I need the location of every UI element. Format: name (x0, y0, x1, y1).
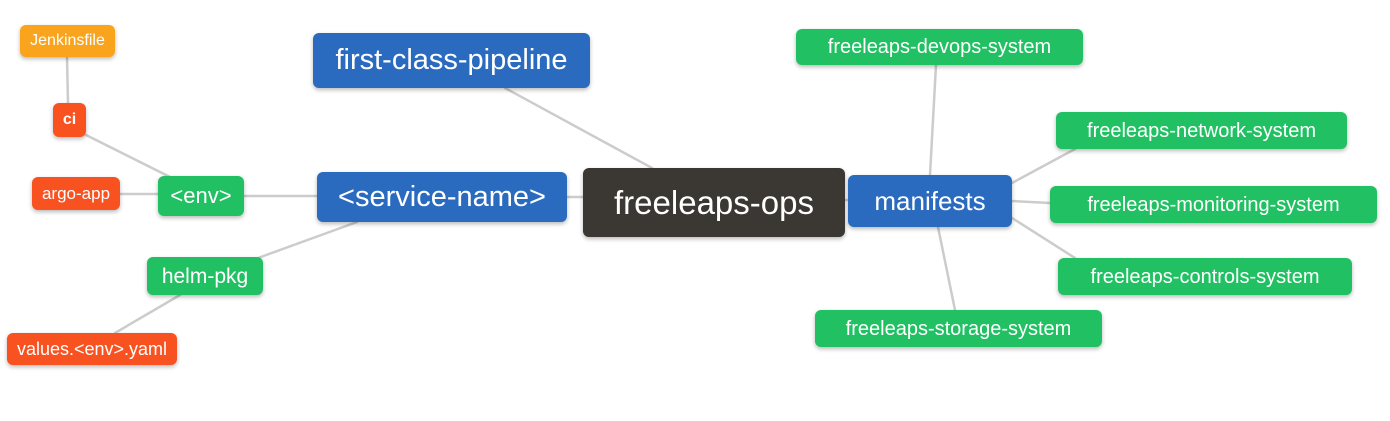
edge-manifests-to-freeleaps-controls-system (1010, 216, 1077, 260)
mindmap-node-freeleaps-monitoring-system[interactable]: freeleaps-monitoring-system (1050, 186, 1377, 223)
mindmap-node-freeleaps-storage-system[interactable]: freeleaps-storage-system (815, 310, 1102, 347)
mindmap-node-values-env-yaml[interactable]: values.<env>.yaml (7, 333, 177, 365)
mindmap-node-first-class-pipeline[interactable]: first-class-pipeline (313, 33, 590, 88)
mindmap-node-env[interactable]: <env> (158, 176, 244, 216)
edge-jenkinsfile-to-ci (65, 55, 70, 105)
edge-first-class-pipeline-to-freeleaps-ops (503, 86, 654, 170)
edge-service-name-to-helm-pkg (256, 220, 359, 260)
mindmap-node-freeleaps-devops-system[interactable]: freeleaps-devops-system (796, 29, 1083, 65)
edge-ci-to-env (84, 133, 172, 179)
mindmap-node-freeleaps-ops[interactable]: freeleaps-ops (583, 168, 845, 237)
mindmap-node-manifests[interactable]: manifests (848, 175, 1012, 227)
mindmap-node-freeleaps-controls-system[interactable]: freeleaps-controls-system (1058, 258, 1352, 295)
mindmap-node-service-name[interactable]: <service-name> (317, 172, 567, 222)
mindmap-node-helm-pkg[interactable]: helm-pkg (147, 257, 263, 295)
mindmap-node-freeleaps-network-system[interactable]: freeleaps-network-system (1056, 112, 1347, 149)
edge-helm-pkg-to-values-env-yaml (113, 293, 182, 335)
edge-manifests-to-freeleaps-network-system (1010, 147, 1077, 185)
edge-manifests-to-freeleaps-monitoring-system (1010, 199, 1052, 205)
mindmap-node-ci[interactable]: ci (53, 103, 86, 137)
mindmap-node-argo-app[interactable]: argo-app (32, 177, 120, 210)
edge-manifests-to-freeleaps-devops-system (928, 63, 938, 177)
edge-manifests-to-freeleaps-storage-system (936, 225, 957, 312)
mindmap-node-jenkinsfile[interactable]: Jenkinsfile (20, 25, 115, 57)
